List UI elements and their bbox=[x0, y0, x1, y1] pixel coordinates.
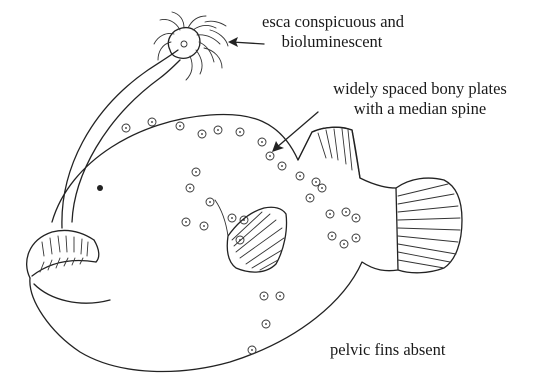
esca-label: esca conspicuous and bioluminescent bbox=[262, 12, 402, 52]
esca-label-line2: bioluminescent bbox=[262, 32, 402, 52]
esca-arrow bbox=[228, 37, 264, 47]
plates-label-line2: with a median spine bbox=[300, 99, 540, 119]
dorsal-fin bbox=[298, 127, 360, 178]
esca bbox=[154, 12, 228, 80]
pelvic-label: pelvic fins absent bbox=[330, 340, 445, 360]
caudal-fin bbox=[396, 178, 462, 273]
esca-label-line1: esca conspicuous and bbox=[262, 12, 402, 32]
fish-body bbox=[27, 114, 398, 371]
illicium bbox=[62, 50, 180, 228]
plates-label-line1: widely spaced bony plates bbox=[300, 79, 540, 99]
plates-label: widely spaced bony plates with a median … bbox=[300, 79, 540, 119]
